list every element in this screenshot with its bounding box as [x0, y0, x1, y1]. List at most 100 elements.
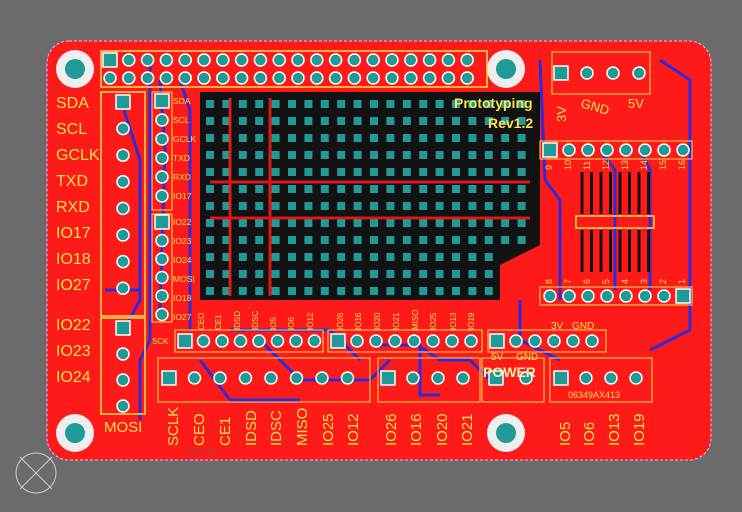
- ic-pin-number: 13: [620, 160, 630, 170]
- ic-top-pin: [600, 143, 614, 157]
- left-header-pin: [116, 254, 130, 269]
- mid-header-pin: [233, 334, 248, 348]
- inner-header-pin: [155, 233, 169, 248]
- ic-bottom-pin: [675, 288, 691, 304]
- gpio-pin: [140, 53, 155, 67]
- grid-pad: [452, 134, 460, 142]
- grid-pad: [271, 236, 280, 244]
- mid-header-pin: [177, 333, 193, 349]
- grid-pad: [517, 236, 526, 244]
- gpio-pin: [460, 71, 474, 85]
- gpio-pin: [422, 71, 437, 85]
- right-label-3v: 3V: [554, 106, 569, 122]
- mid-row-label: IDSD: [233, 311, 242, 330]
- grid-pad: [501, 185, 510, 193]
- grid-pad: [452, 287, 460, 295]
- gpio-pin: [272, 71, 286, 85]
- grid-pad: [517, 100, 526, 108]
- bottom-header-pin: [456, 371, 470, 385]
- grid-pad: [238, 202, 247, 210]
- grid-pad: [222, 134, 231, 142]
- grid-pad: [353, 185, 362, 193]
- grid-pad: [206, 151, 214, 159]
- bottom-label: IDSC: [268, 410, 285, 446]
- grid-pad: [402, 202, 411, 210]
- part-label: 06349AX413: [568, 390, 620, 400]
- grid-pad: [501, 100, 510, 108]
- ic-header-top-outline: [539, 140, 693, 160]
- grid-pad: [320, 185, 329, 193]
- prototype-grid-pads: [206, 100, 526, 295]
- header-label: IO18: [173, 293, 192, 303]
- grid-bus-strips: [210, 98, 530, 296]
- grid-pad: [370, 151, 378, 159]
- mid-header-pin: [464, 334, 478, 348]
- bottom-header-pin: [289, 371, 304, 385]
- gpio-pin: [140, 71, 155, 85]
- grid-pad: [468, 134, 477, 142]
- left-label: IO22: [56, 317, 91, 334]
- grid-pad: [222, 270, 231, 278]
- grid-pad: [255, 270, 264, 278]
- mid-header-pads: [177, 333, 599, 349]
- grid-pad: [320, 168, 329, 176]
- grid-pad: [222, 185, 231, 193]
- ic-bottom-pin: [543, 289, 557, 303]
- pin-label-gnd: GND: [572, 321, 594, 332]
- grid-pad: [517, 134, 526, 142]
- ic-pin-number: 15: [658, 160, 668, 170]
- grid-pad: [419, 151, 428, 159]
- grid-pad: [222, 253, 231, 261]
- ic-bottom-pin: [600, 289, 614, 303]
- gpio-pin: [122, 71, 136, 85]
- header-label: IO17: [173, 191, 192, 201]
- pin-label-gnd: GND: [516, 352, 538, 363]
- mid-row-label: IO21: [392, 312, 401, 330]
- grid-pad: [386, 168, 395, 176]
- grid-pad: [320, 253, 329, 261]
- grid-pad: [435, 185, 444, 193]
- inner-header-pin: [155, 151, 169, 165]
- grid-pad: [353, 117, 362, 125]
- header-label: IO22: [173, 217, 192, 227]
- bottom-header-pin: [264, 371, 278, 385]
- left-header-pin: [116, 121, 130, 136]
- right-label-5v: 5V: [628, 96, 644, 111]
- gpio-pin: [216, 53, 230, 67]
- grid-pad: [304, 270, 313, 278]
- bottom-header-outline-a: [157, 357, 371, 403]
- grid-pad: [238, 151, 247, 159]
- grid-pad: [271, 151, 280, 159]
- left-header-pin: [116, 148, 130, 162]
- header-label: IO27: [173, 312, 192, 322]
- grid-pad: [435, 117, 444, 125]
- grid-pad: [337, 151, 346, 159]
- bottom-header-pin: [579, 371, 593, 385]
- grid-pad: [386, 219, 395, 227]
- mid-row-label: IO20: [373, 312, 382, 330]
- grid-pad: [304, 100, 313, 108]
- bottom-header-pin: [406, 371, 420, 385]
- grid-pad: [452, 270, 460, 278]
- inner-header-pin: [155, 270, 169, 285]
- grid-pad: [271, 134, 280, 142]
- inner-header-pin: [154, 214, 170, 230]
- left-label: MOSI: [104, 419, 142, 436]
- power-box-outline: [481, 357, 545, 403]
- grid-pad: [337, 185, 346, 193]
- gpio-pin: [197, 53, 211, 67]
- grid-pad: [386, 134, 395, 142]
- grid-pad: [255, 185, 264, 193]
- gpio-pin: [103, 71, 117, 85]
- grid-pad: [271, 117, 280, 125]
- header-label: IO23: [173, 236, 192, 246]
- ic-top-pin: [676, 143, 690, 157]
- grid-pad: [238, 168, 247, 176]
- mid-header-pin: [388, 334, 402, 348]
- grid-pad: [402, 236, 411, 244]
- grid-pad: [370, 117, 378, 125]
- grid-pad: [435, 287, 444, 295]
- inner-header-pin: [155, 189, 169, 203]
- bottom-label: IDSD: [243, 410, 260, 446]
- ic-pin-number: 8: [544, 279, 554, 284]
